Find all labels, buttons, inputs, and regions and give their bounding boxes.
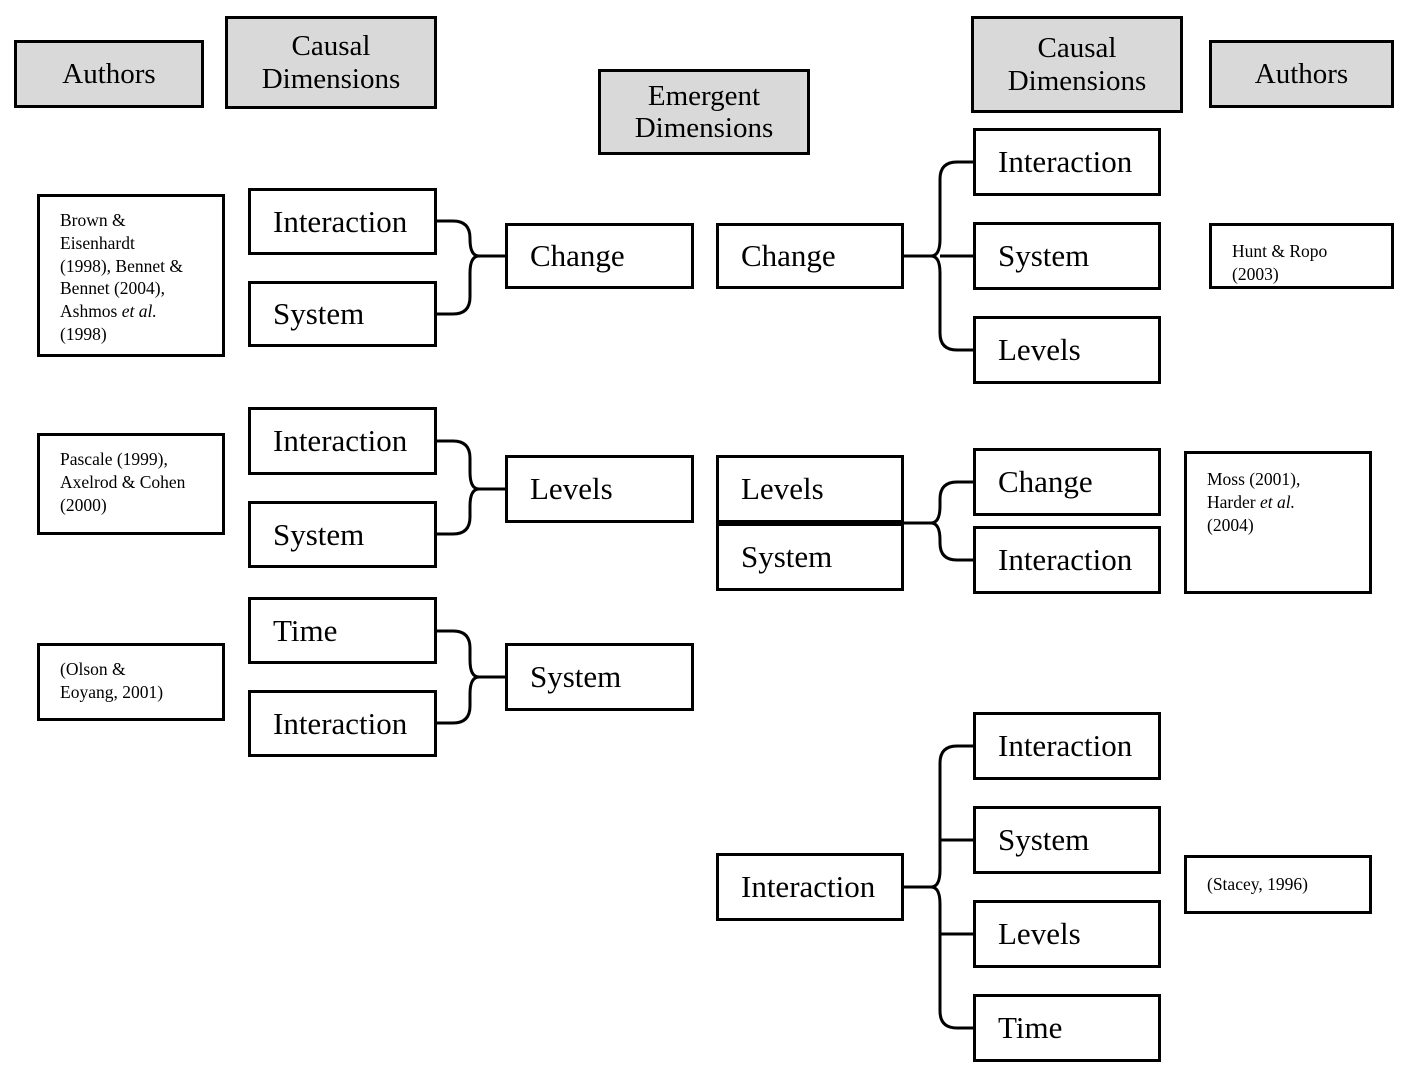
emergent-right-system-2: System: [716, 523, 904, 591]
authors-text: (Olson &Eoyang, 2001): [60, 659, 164, 702]
brace-stacey: [904, 744, 973, 1030]
causal-right-interaction-5: Interaction: [973, 712, 1161, 780]
authors-text: Hunt & Ropo(2003): [1232, 241, 1328, 284]
brace-moss: [904, 480, 973, 562]
authors-box-stacey: (Stacey, 1996): [1184, 855, 1372, 914]
causal-right-time-8: Time: [973, 994, 1161, 1062]
causal-left-system-1: System: [248, 281, 437, 347]
brace-change: [437, 219, 505, 316]
emergent-left-change-0: Change: [505, 223, 694, 289]
dimension-label: Levels: [998, 332, 1081, 367]
dimension-label: Interaction: [998, 728, 1133, 763]
emergent-right-levels-1: Levels: [716, 455, 904, 523]
dimension-label: Interaction: [273, 423, 408, 458]
emergent-left-levels-1: Levels: [505, 455, 694, 523]
dimension-label: Interaction: [998, 144, 1133, 179]
authors-box-brown: Brown &Eisenhardt(1998), Bennet &Bennet …: [37, 194, 225, 357]
dimension-label: Interaction: [741, 869, 876, 904]
header-authors: Authors: [14, 40, 204, 108]
causal-right-system-6: System: [973, 806, 1161, 874]
dimension-label: Time: [998, 1010, 1063, 1045]
causal-left-interaction-2: Interaction: [248, 407, 437, 475]
causal-right-levels-7: Levels: [973, 900, 1161, 968]
authors-box-hunt: Hunt & Ropo(2003): [1209, 223, 1394, 289]
authors-text: Moss (2001),Harder et al.(2004): [1207, 469, 1301, 535]
causal-left-interaction-5: Interaction: [248, 690, 437, 757]
dimension-label: Interaction: [998, 542, 1133, 577]
causal-left-interaction-0: Interaction: [248, 188, 437, 255]
causal-right-system-1: System: [973, 222, 1161, 290]
causal-right-interaction-4: Interaction: [973, 526, 1161, 594]
emergent-left-system-2: System: [505, 643, 694, 711]
dimension-label: Interaction: [273, 203, 408, 239]
authors-text: Pascale (1999),Axelrod & Cohen(2000): [60, 449, 186, 515]
dimension-label: System: [998, 238, 1090, 273]
causal-left-system-3: System: [248, 501, 437, 568]
emergent-right-change-0: Change: [716, 223, 904, 289]
emergent-right-interaction-3: Interaction: [716, 853, 904, 921]
brace-system: [437, 629, 505, 725]
dimension-label: Levels: [998, 916, 1081, 951]
dimension-label: System: [273, 516, 365, 552]
dimension-label: System: [273, 296, 365, 331]
dimension-label: Time: [273, 612, 338, 648]
authors-text: (Stacey, 1996): [1207, 874, 1308, 895]
dimension-label: Interaction: [273, 705, 408, 741]
header-authors: Authors: [1209, 40, 1394, 108]
dimension-label: Change: [741, 238, 836, 273]
dimension-label: System: [530, 659, 622, 694]
brace-hunt: [904, 160, 973, 352]
header-label: Authors: [1254, 57, 1349, 90]
authors-box-pascale: Pascale (1999),Axelrod & Cohen(2000): [37, 433, 225, 535]
dimension-label: Change: [530, 238, 625, 273]
header-label: Authors: [62, 57, 156, 90]
causal-right-interaction-0: Interaction: [973, 128, 1161, 196]
authors-text: Brown &Eisenhardt(1998), Bennet &Bennet …: [60, 210, 183, 344]
dimension-label: Levels: [741, 471, 824, 506]
authors-box-moss: Moss (2001),Harder et al.(2004): [1184, 451, 1372, 594]
dimension-label: System: [741, 539, 833, 574]
brace-levels: [437, 439, 505, 536]
authors-box-olson: (Olson &Eoyang, 2001): [37, 643, 225, 721]
causal-left-time-4: Time: [248, 597, 437, 664]
causal-right-change-3: Change: [973, 448, 1161, 516]
dimension-label: Change: [998, 464, 1093, 499]
causal-right-levels-2: Levels: [973, 316, 1161, 384]
dimension-label: Levels: [530, 471, 613, 506]
dimension-label: System: [998, 822, 1090, 857]
